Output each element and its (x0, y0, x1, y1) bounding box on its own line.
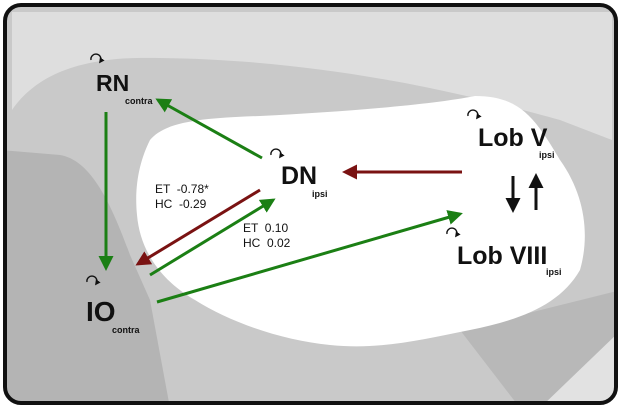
white-brain-region (136, 96, 585, 347)
lobviii-self-loop-icon (446, 227, 461, 238)
dn-io-hc-stat: HC -0.29 (155, 197, 207, 211)
rn-sub-label: contra (125, 96, 154, 106)
dn-label: DN (281, 162, 317, 190)
dn-self-loop-icon (270, 148, 285, 159)
arrow-io-to-dn (149, 198, 276, 277)
frame-border (3, 3, 618, 405)
arrow-dn-to-io (135, 188, 261, 266)
lobviii-sub-label: ipsi (546, 267, 562, 277)
self-loop-icons (86, 53, 482, 286)
io-dn-hc-stat: HC 0.02 (243, 236, 291, 250)
rn-label: RN (96, 70, 129, 96)
node-labels: RN contra DN ipsi Lob V ipsi Lob VIII ip… (86, 70, 562, 335)
rn-self-loop-icon (90, 53, 105, 64)
lobv-self-loop-icon (467, 109, 482, 120)
left-dark-region (5, 150, 170, 403)
arrow-io-to-lobviii (156, 210, 463, 304)
connection-arrows (98, 98, 544, 304)
lobv-sub-label: ipsi (539, 150, 555, 160)
io-sub-label: contra (112, 325, 141, 335)
arrow-dn-to-rn (155, 98, 263, 160)
lobviii-label: Lob VIII (457, 242, 547, 270)
upper-light-region (12, 12, 612, 140)
io-self-loop-icon (86, 275, 101, 286)
lower-right-light-region (540, 330, 616, 403)
lobv-label: Lob V (478, 124, 548, 152)
io-label: IO (86, 296, 116, 327)
dn-io-et-stat: ET -0.78* (155, 182, 209, 196)
dn-sub-label: ipsi (312, 189, 328, 199)
io-dn-et-stat: ET 0.10 (243, 221, 288, 235)
connection-stats: ET -0.78* HC -0.29 ET 0.10 HC 0.02 (155, 182, 291, 250)
